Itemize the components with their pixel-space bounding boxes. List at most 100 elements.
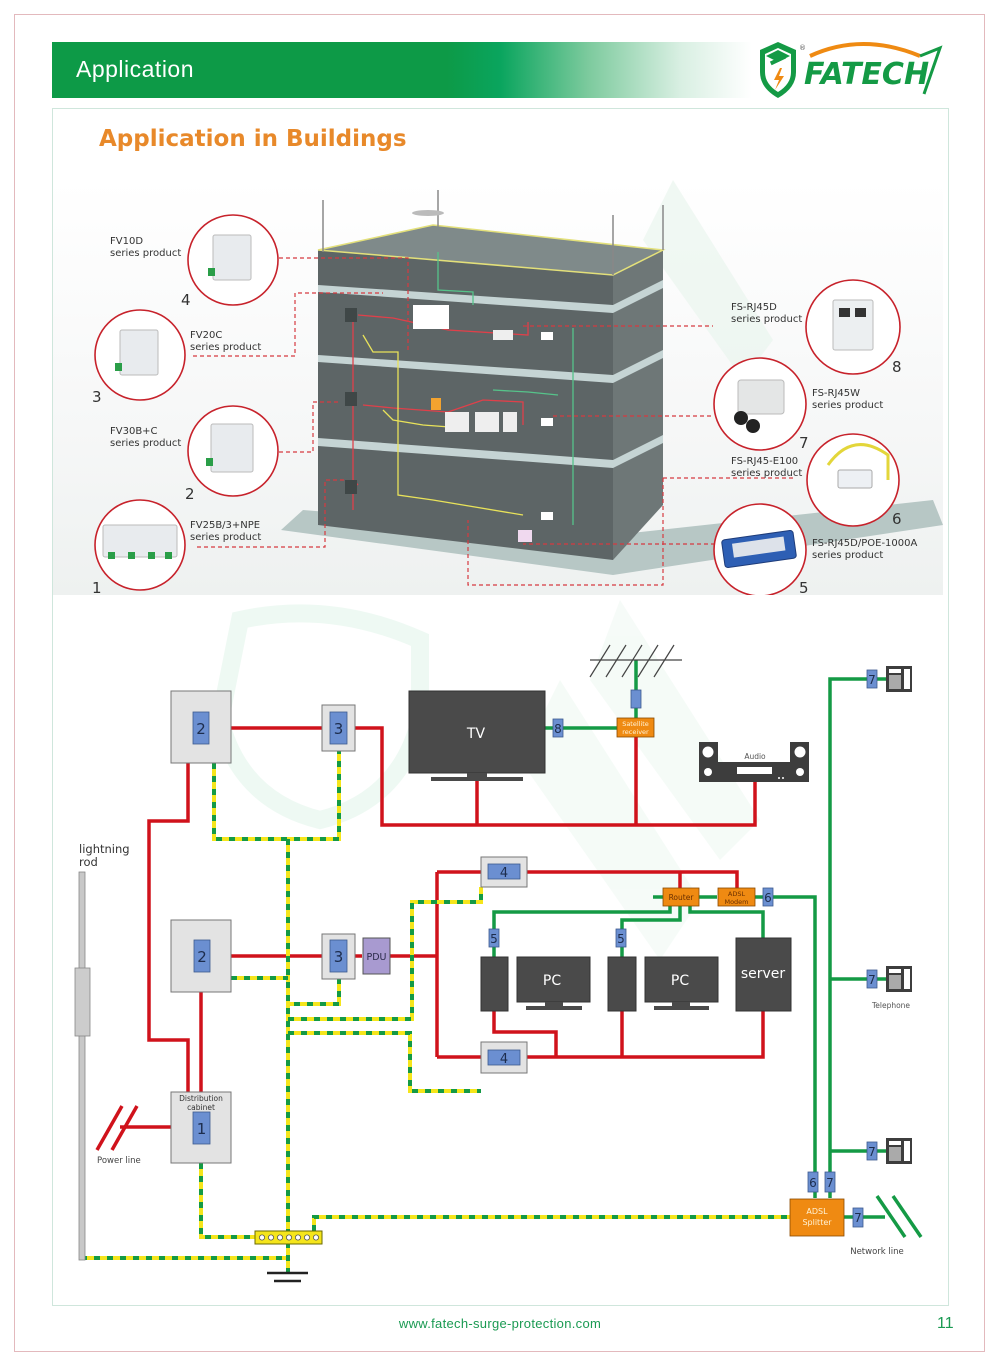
tv-label: TV xyxy=(466,726,486,742)
product-8-number: 8 xyxy=(892,358,902,376)
telephone-3: 7 xyxy=(866,1138,912,1164)
antenna-spd xyxy=(630,689,642,709)
header-title: Application xyxy=(76,56,195,82)
adsl-splitter-label-2: Splitter xyxy=(802,1218,832,1227)
tv-illustration xyxy=(413,305,449,329)
spd-2-top: 2 xyxy=(196,720,206,738)
product-3-number: 3 xyxy=(92,388,102,406)
telephone-icon xyxy=(886,666,912,692)
product-5-number: 5 xyxy=(799,579,809,597)
audio-system-icon xyxy=(699,742,809,782)
spd-6-splitter: 6 xyxy=(809,1176,817,1190)
audio-label: Audio xyxy=(744,752,766,761)
satellite-receiver xyxy=(616,717,655,738)
network-line-symbol xyxy=(875,1195,923,1238)
power-line-label: Power line xyxy=(97,1156,141,1166)
building-front xyxy=(318,250,613,560)
power-line-symbol xyxy=(95,1105,139,1151)
header-bar: Application xyxy=(52,42,949,98)
satellite-receiver-label-2: receiver xyxy=(622,728,649,736)
page-number: 11 xyxy=(937,1315,954,1332)
spd-5-pc2: 5 xyxy=(617,932,625,946)
network-line-label: Network line xyxy=(850,1247,904,1257)
telephone-icon xyxy=(886,1138,912,1164)
ground-busbar xyxy=(254,1230,323,1245)
ground-lines xyxy=(81,751,790,1272)
building-svg xyxy=(94,180,943,597)
spd-7-splitter-in: 7 xyxy=(826,1176,834,1190)
pc1-monitor-icon xyxy=(516,956,591,1010)
shield-logo-icon xyxy=(760,42,796,98)
adsl-modem-box xyxy=(717,887,756,907)
pc1-tower-icon xyxy=(480,956,509,1012)
watermark-logo xyxy=(210,600,760,960)
product-1-number: 1 xyxy=(92,579,102,597)
router-box xyxy=(662,887,700,907)
section-title: Application in Buildings xyxy=(99,126,407,152)
spd-4-bottom: 4 xyxy=(500,1052,508,1067)
product-6-number: 6 xyxy=(892,510,902,528)
page-border xyxy=(14,14,985,1352)
distribution-cabinet-label-1: Distribution xyxy=(179,1094,223,1103)
spd-7-phone1: 7 xyxy=(868,673,876,687)
spd-7-phone3: 7 xyxy=(868,1145,876,1159)
footer-url[interactable]: www.fatech-surge-protection.com xyxy=(398,1316,602,1331)
wiring-diagram: lightning rod Power line 2 3 2 3 PDU Dis… xyxy=(74,600,923,1283)
router-label: Router xyxy=(669,893,695,902)
spd-5-pc1: 5 xyxy=(490,932,498,946)
pdu-label: PDU xyxy=(367,952,387,963)
spd-7-phone2: 7 xyxy=(868,973,876,987)
fatech-logo: ® FATECH xyxy=(760,42,943,98)
lightning-rod-label-1: lightning xyxy=(79,842,130,856)
product-4-number: 4 xyxy=(181,291,191,309)
telephone-icon xyxy=(886,966,912,992)
telephone-1: 7 xyxy=(866,666,912,692)
registered-mark: ® xyxy=(799,44,806,52)
spd-device-icon xyxy=(102,234,254,559)
spd-2-mid: 2 xyxy=(197,948,207,966)
lightning-rod-label-2: rod xyxy=(79,855,98,869)
pc1-label: PC xyxy=(543,973,561,989)
adsl-splitter-box xyxy=(789,1198,845,1237)
spd-6-modem: 6 xyxy=(764,891,772,905)
spd-1-cabinet: 1 xyxy=(197,1120,207,1138)
product-2-number: 2 xyxy=(185,485,195,503)
brand-name: FATECH xyxy=(804,57,929,92)
server-icon xyxy=(735,937,792,1012)
spd-8-tv: 8 xyxy=(554,722,562,736)
tv-icon xyxy=(408,690,546,781)
telephone-2: 7 xyxy=(866,966,912,992)
building-side xyxy=(613,250,663,560)
power-lines xyxy=(120,726,765,1129)
distribution-cabinet-label-2: cabinet xyxy=(187,1103,215,1112)
adsl-modem-label-1: ADSL xyxy=(728,890,746,898)
content-frame xyxy=(52,108,949,1306)
server-label: server xyxy=(741,966,786,982)
pc2-monitor-icon xyxy=(644,956,719,1010)
spd-4-top: 4 xyxy=(500,866,508,881)
spd-3-mid: 3 xyxy=(334,948,344,966)
earth-ground-icon xyxy=(267,1271,308,1283)
antenna-icon xyxy=(589,644,682,678)
pc2-tower-icon xyxy=(607,956,637,1012)
lightning-rod xyxy=(74,871,91,1261)
pdu-box xyxy=(362,937,391,975)
telephone-label: Telephone xyxy=(871,1001,910,1010)
rj45-device-icon xyxy=(721,299,890,568)
product-7-number: 7 xyxy=(799,434,809,452)
adsl-modem-label-2: Modem xyxy=(724,898,748,906)
pc2-label: PC xyxy=(671,973,689,989)
spd-3-top: 3 xyxy=(334,720,344,738)
spd-7-splitter-out: 7 xyxy=(854,1211,862,1225)
satellite-receiver-label-1: Satellite xyxy=(622,720,649,728)
adsl-splitter-label-1: ADSL xyxy=(806,1207,828,1216)
